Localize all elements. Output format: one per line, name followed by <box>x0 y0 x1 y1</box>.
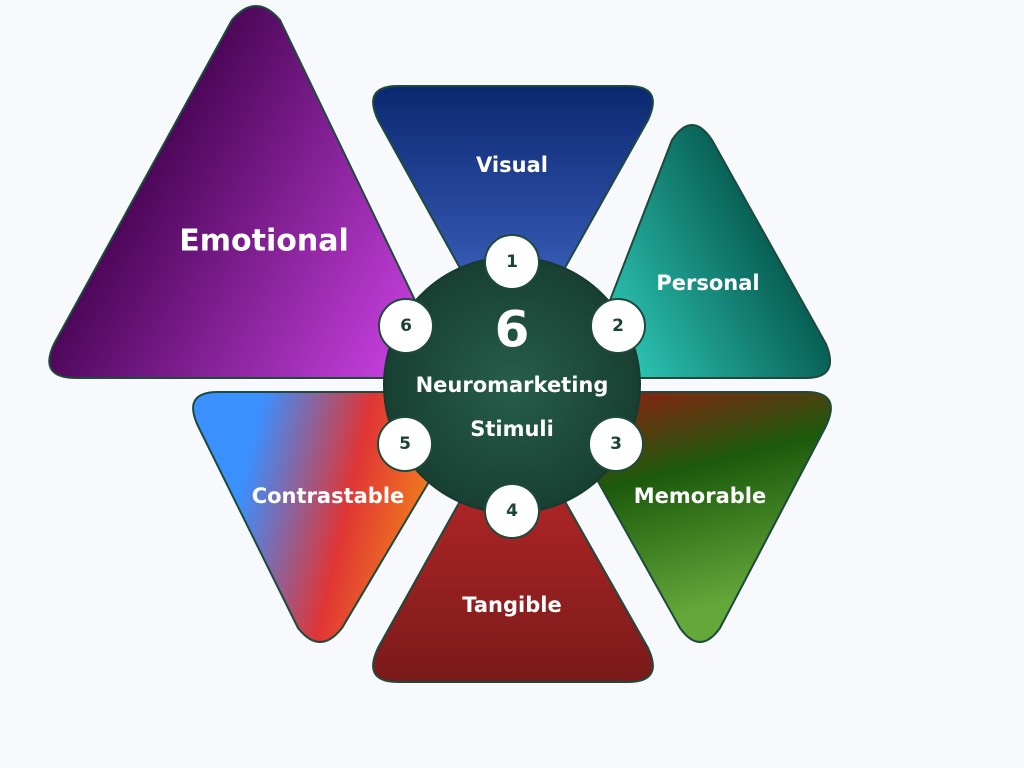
badge-3-circle <box>588 416 644 472</box>
badge-6-number: 6 <box>400 316 412 336</box>
segment-tangible: Tangible <box>372 405 654 683</box>
segment-visual: Visual <box>372 85 654 365</box>
badge-2-circle <box>590 298 646 354</box>
badge-5-number: 5 <box>399 434 411 454</box>
center-title-line2: Stimuli <box>470 417 554 441</box>
badge-6-circle <box>378 298 434 354</box>
segment-contrastable-shape <box>192 391 442 643</box>
segment-memorable: Memorable <box>584 391 832 643</box>
badge-3: 3 <box>588 416 644 472</box>
segment-emotional: Emotional <box>48 5 441 379</box>
segment-tangible-label: Tangible <box>462 593 561 617</box>
badge-2-number: 2 <box>612 316 624 336</box>
badge-1-number: 1 <box>506 252 518 272</box>
segment-contrastable-label: Contrastable <box>252 484 405 508</box>
segment-emotional-label: Emotional <box>179 224 348 259</box>
segment-memorable-label: Memorable <box>634 484 766 508</box>
badge-3-number: 3 <box>610 434 622 454</box>
segment-visual-shape <box>372 85 654 365</box>
segment-personal-label: Personal <box>656 271 759 295</box>
badge-5-circle <box>377 416 433 472</box>
segment-memorable-shape <box>584 391 832 643</box>
badge-1-circle <box>484 234 540 290</box>
badge-6: 6 <box>378 298 434 354</box>
segment-contrastable: Contrastable <box>192 391 442 643</box>
center-title-line1: Neuromarketing <box>416 373 609 397</box>
center-hub: 6 Neuromarketing Stimuli <box>383 256 641 514</box>
badge-4: 4 <box>484 483 540 539</box>
segment-visual-label: Visual <box>476 153 548 177</box>
badge-5: 5 <box>377 416 433 472</box>
center-number: 6 <box>495 301 530 359</box>
badge-4-number: 4 <box>506 501 518 521</box>
badge-4-circle <box>484 483 540 539</box>
badge-1: 1 <box>484 234 540 290</box>
segment-tangible-shape <box>372 405 654 683</box>
badge-2: 2 <box>590 298 646 354</box>
